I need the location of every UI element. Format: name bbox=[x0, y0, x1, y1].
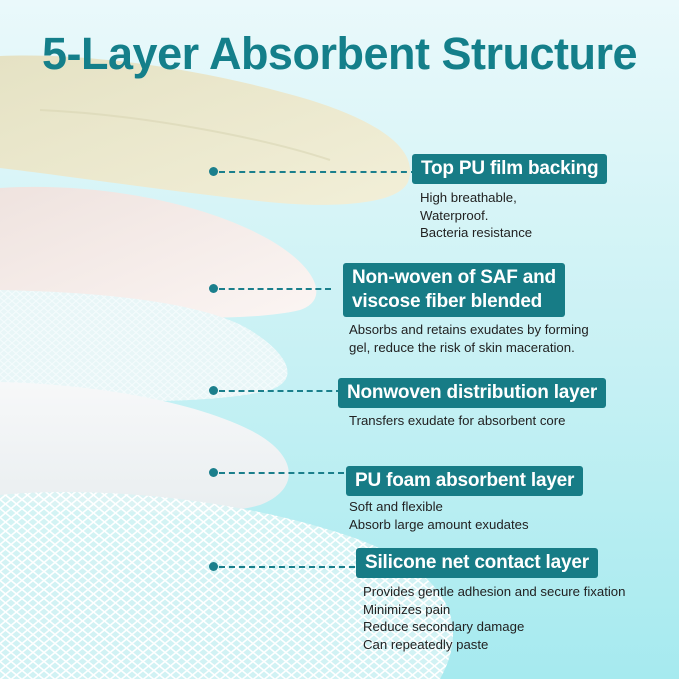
layer-3-label: Nonwoven distribution layer bbox=[338, 378, 607, 408]
connector-dash bbox=[219, 288, 331, 290]
layer-saf-nonwoven bbox=[0, 186, 317, 318]
description-line: High breathable, bbox=[420, 190, 517, 205]
layer-2-label: Non-woven of SAF and viscose fiber blend… bbox=[343, 263, 565, 317]
connector-dash bbox=[219, 390, 342, 392]
connector-dot bbox=[209, 386, 218, 395]
layer-2-description: Absorbs and retains exudates by forming … bbox=[349, 321, 589, 356]
description-line: Absorb large amount exudates bbox=[349, 516, 529, 532]
page-title: 5-Layer Absorbent Structure bbox=[42, 28, 637, 79]
label-line: Non-woven of SAF and bbox=[352, 267, 556, 288]
layer-1-description: High breathable, Waterproof. Bacteria re… bbox=[420, 189, 532, 242]
connector-dot bbox=[209, 562, 218, 571]
connector-dot bbox=[209, 468, 218, 477]
label-line: viscose fiber blended bbox=[352, 291, 543, 312]
connector-dash bbox=[219, 472, 344, 474]
layer-5-description: Provides gentle adhesion and secure fixa… bbox=[363, 583, 625, 653]
description-line: Waterproof. bbox=[420, 207, 489, 223]
layer-3-description: Transfers exudate for absorbent core bbox=[349, 412, 566, 430]
description-line: Absorbs and retains exudates by forming bbox=[349, 322, 589, 337]
connector-dash bbox=[219, 171, 417, 173]
description-line: Provides gentle adhesion and secure fixa… bbox=[363, 584, 626, 599]
connector-dash bbox=[219, 566, 355, 568]
description-line: Soft and flexible bbox=[349, 499, 443, 514]
description-line: gel, reduce the risk of skin maceration. bbox=[349, 339, 575, 355]
layer-1-label: Top PU film backing bbox=[412, 154, 608, 184]
layer-pu-foam bbox=[0, 382, 289, 514]
description-line: Minimizes pain bbox=[363, 601, 451, 617]
layer-5-label: Silicone net contact layer bbox=[356, 548, 598, 578]
layer-4-label: PU foam absorbent layer bbox=[346, 466, 584, 496]
description-line: Can repeatedly paste bbox=[363, 636, 489, 652]
description-line: Transfers exudate for absorbent core bbox=[349, 413, 566, 428]
connector-dot bbox=[209, 284, 218, 293]
description-line: Bacteria resistance bbox=[420, 225, 533, 240]
layer-4-description: Soft and flexible Absorb large amount ex… bbox=[349, 498, 529, 533]
connector-dot bbox=[209, 167, 218, 176]
description-line: Reduce secondary damage bbox=[363, 619, 525, 634]
